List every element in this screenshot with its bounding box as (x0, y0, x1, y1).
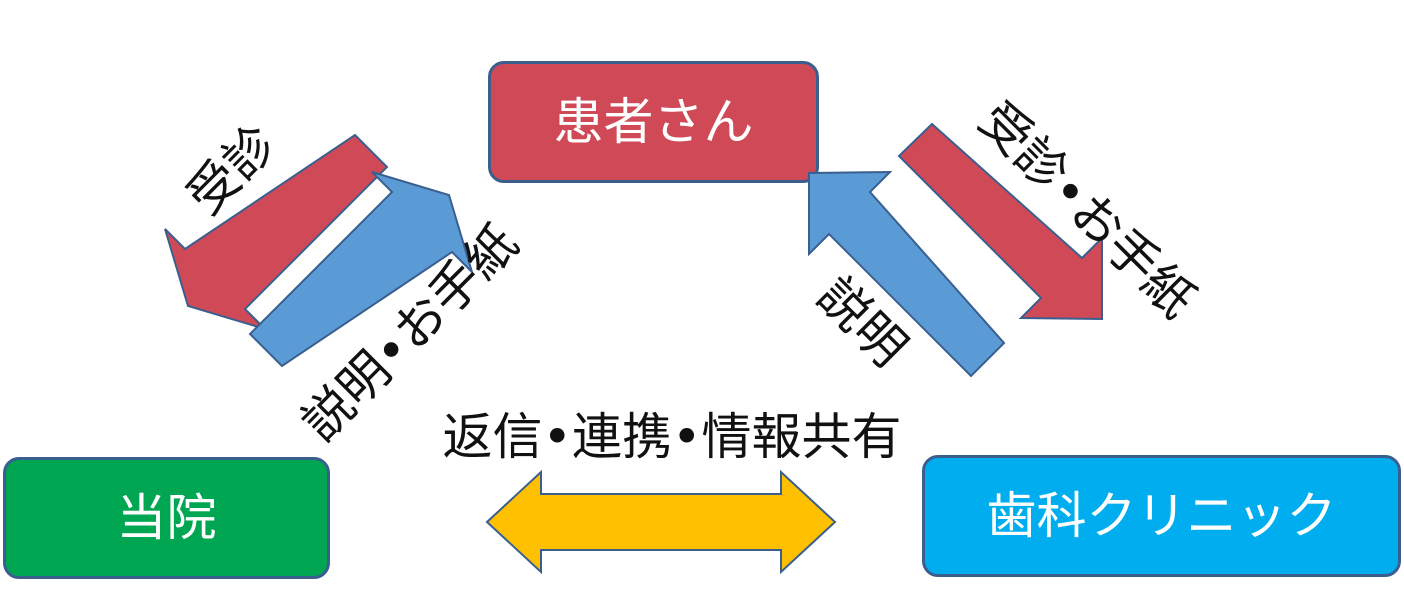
patient-node: 患者さん (488, 61, 819, 183)
hospital-label: 当院 (116, 489, 217, 547)
arrow-hospital-dental-exchange (485, 469, 837, 575)
patient-label: 患者さん (553, 93, 754, 151)
dental-clinic-node: 歯科クリニック (922, 455, 1401, 577)
label-reply-cooperation-info-sharing: 返信•連携•情報共有 (442, 408, 902, 466)
arrow-dental-to-patient (808, 170, 1006, 378)
dental-clinic-label: 歯科クリニック (986, 487, 1337, 545)
hospital-node: 当院 (3, 457, 330, 579)
arrow-hospital-to-patient (248, 171, 473, 368)
arrow-patient-to-hospital (164, 133, 389, 330)
arrow-patient-to-dental (897, 122, 1103, 321)
